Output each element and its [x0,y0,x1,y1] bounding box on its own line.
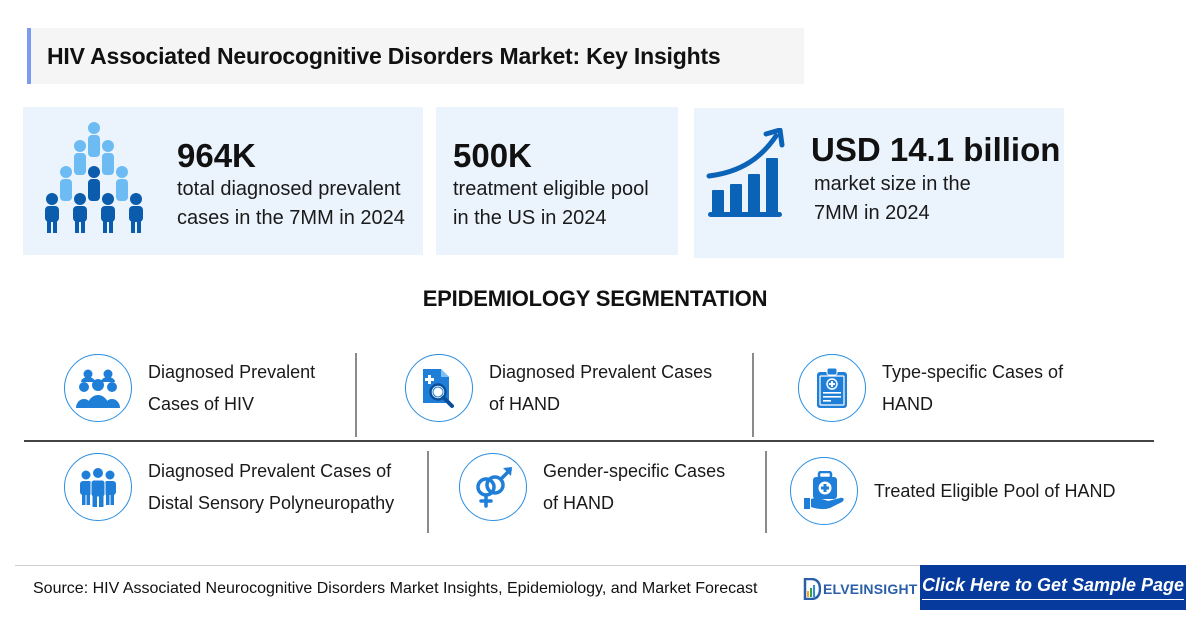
insight-card-diagnosed-cases: 964K total diagnosed prevalent cases in … [23,107,423,255]
gender-symbols-icon [476,467,512,508]
segment-label-line2: of HAND [543,493,615,513]
insight-value: 500K [453,137,532,174]
icon-circle [790,457,858,525]
title-bar: HIV Associated Neurocognitive Disorders … [27,28,804,84]
icon-circle [405,354,473,422]
segment-label-line1: Diagnosed Prevalent Cases of [148,461,392,481]
segment-item-dsp-cases: Diagnosed Prevalent Cases of Distal Sens… [64,453,394,521]
people-pyramid-icon [45,122,143,233]
segment-item-treated-pool: Treated Eligible Pool of HAND [790,457,1115,525]
medical-kit-hand-icon [804,471,844,510]
team-icon [80,467,116,507]
insight-description-line1: treatment eligible pool [453,178,649,200]
divider [427,451,429,533]
icon-circle [64,354,132,422]
insight-value: USD 14.1 billion [811,131,1061,168]
get-sample-page-button[interactable]: Click Here to Get Sample Page [920,565,1186,610]
growth-chart-icon [706,128,785,217]
segment-label-line2: of HAND [489,394,561,414]
segment-label-line1: Diagnosed Prevalent Cases [489,362,713,382]
insight-description-line1: total diagnosed prevalent [177,178,401,200]
divider [355,353,357,437]
section-title: EPIDEMIOLOGY SEGMENTATION [422,286,768,311]
segment-item-hiv-cases: Diagnosed Prevalent Cases of HIV [64,354,315,422]
segment-label-line1: Type-specific Cases of [882,362,1064,382]
cta-label: Click Here to Get Sample Page [921,575,1185,600]
document-search-icon [423,369,454,408]
insight-description-line1: market size in the [814,173,971,195]
divider [765,451,767,533]
logo-text: ELVEINSIGHT [823,581,918,597]
segment-label-line1: Diagnosed Prevalent [148,362,316,382]
segment-label-line2: Cases of HIV [148,394,255,414]
logo-mark-icon [803,578,821,600]
insight-value: 964K [177,137,256,174]
insight-card-market-size: USD 14.1 billion market size in the 7MM … [694,108,1064,258]
insight-description-line2: cases in the 7MM in 2024 [177,207,405,229]
segment-item-hand-cases: Diagnosed Prevalent Cases of HAND [405,354,712,422]
segment-label-line2: Distal Sensory Polyneuropathy [148,493,395,513]
segment-item-type-specific: Type-specific Cases of HAND [798,354,1063,422]
horizontal-divider [24,440,1154,442]
insight-description-line2: 7MM in 2024 [814,202,930,224]
insight-card-eligible-pool: 500K treatment eligible pool in the US i… [436,107,678,255]
clipboard-medical-icon [817,367,847,408]
source-text: Source: HIV Associated Neurocognitive Di… [33,580,758,597]
segment-item-gender-specific: Gender-specific Cases of HAND [459,453,725,521]
delveinsight-logo[interactable]: ELVEINSIGHT [803,578,918,600]
footer-divider [15,565,1185,566]
segment-label-line2: HAND [882,394,934,414]
insight-description-line2: in the US in 2024 [453,207,607,229]
page-title: HIV Associated Neurocognitive Disorders … [47,42,721,69]
divider [752,353,754,437]
icon-circle [798,354,866,422]
segment-label-line1: Gender-specific Cases [543,461,726,481]
icon-circle [64,453,132,521]
icon-circle [459,453,527,521]
group-people-icon [76,369,120,408]
segment-label-line1: Treated Eligible Pool of HAND [874,481,1116,501]
